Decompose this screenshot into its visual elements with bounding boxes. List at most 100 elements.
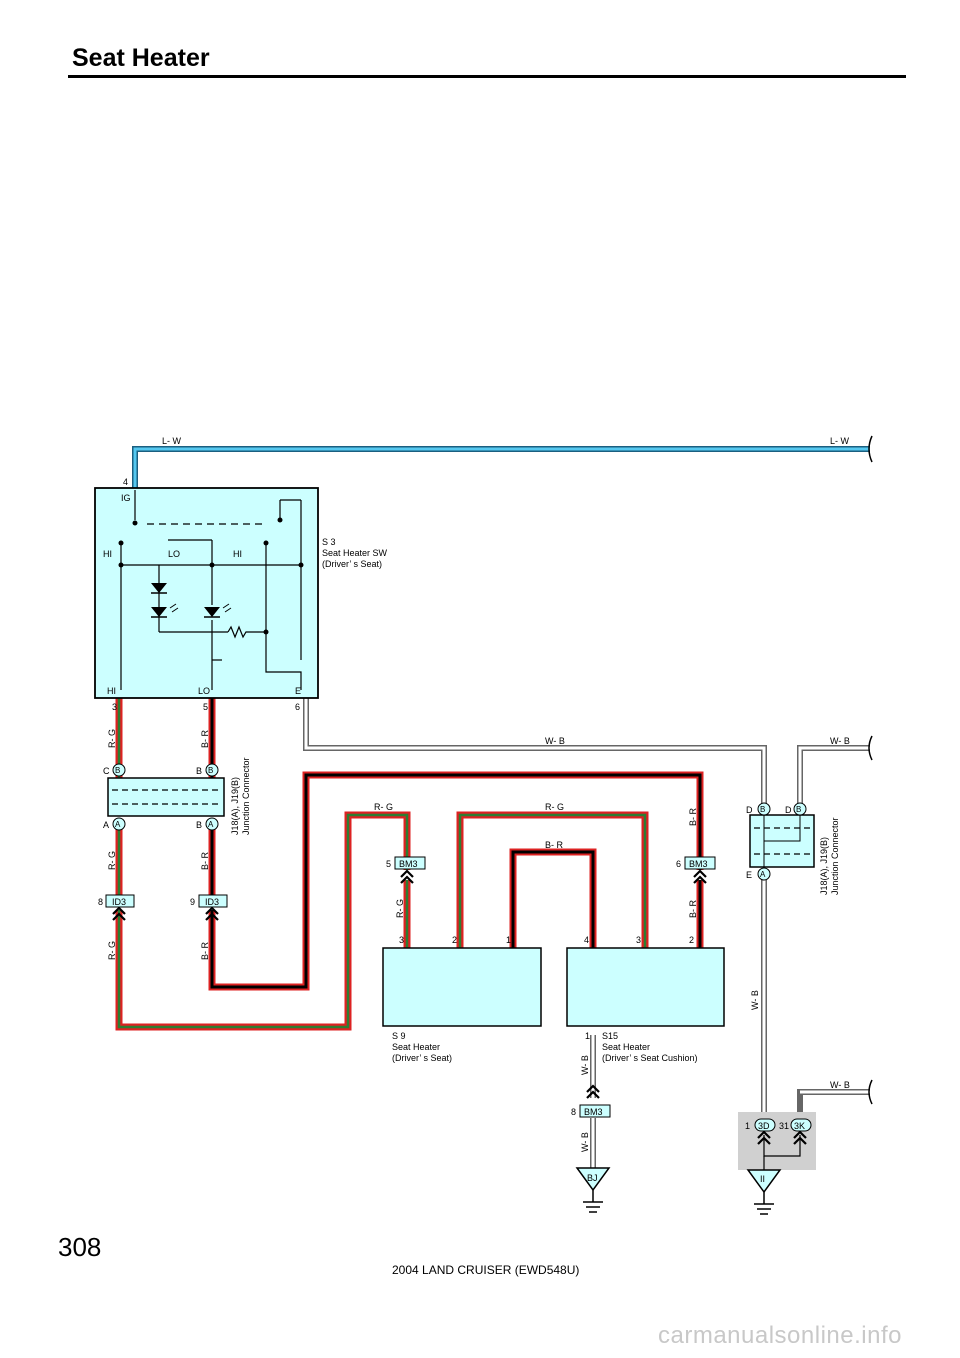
wire-label-br-1: B- R	[200, 729, 210, 748]
s15-sub: (Driver’ s Seat Cushion)	[602, 1053, 698, 1063]
wire-label-wb-4: W- B	[750, 990, 760, 1010]
s15-name: Seat Heater	[602, 1042, 650, 1052]
jc2-code: J18(A), J19(B)	[819, 837, 829, 895]
s9-code: S 9	[392, 1031, 406, 1041]
jc1-term-b-top: B	[196, 766, 202, 776]
seat-heater-s9: 3 2 1	[382, 935, 542, 1027]
pin-number-5: 5	[203, 702, 208, 712]
wire-label-rg-2: R- G	[107, 851, 117, 870]
seat-heater-s15: 4 3 2	[566, 935, 725, 1027]
jc1-code: J18(A), J19(B)	[230, 777, 240, 835]
switch-name: Seat Heater SW	[322, 548, 388, 558]
page-number: 308	[58, 1232, 102, 1262]
s9-name: Seat Heater	[392, 1042, 440, 1052]
connector-bm3-c: BM3 8	[571, 1084, 611, 1118]
jc2-circle-a: A	[760, 870, 766, 879]
wire-label-wb-3: W- B	[830, 1080, 850, 1090]
wire-label-wb-2: W- B	[830, 736, 850, 746]
pin-label-hi-left: HI	[103, 549, 112, 559]
pin-label-lo-bottom: LO	[198, 686, 210, 696]
wire-label-br-2: B- R	[200, 851, 210, 870]
wire-label-rg-1: R- G	[107, 729, 117, 748]
s9-pin-3: 3	[399, 935, 404, 945]
wire-lw	[132, 435, 873, 490]
connector-bm3-pin-6: 6	[676, 859, 681, 869]
pin-number-6: 6	[295, 702, 300, 712]
jc2-term-d-right: D	[785, 805, 792, 815]
connector-id3-pin-9: 9	[190, 897, 195, 907]
ground-bj: BJ	[575, 1167, 611, 1213]
pin-number-4: 4	[123, 477, 128, 487]
connector-3k-pin: 31	[779, 1121, 789, 1131]
connector-bm3-a: BM3 5	[386, 856, 426, 885]
jc1-circle-b-right: B	[208, 766, 213, 775]
connector-id3-label: ID3	[205, 897, 219, 907]
junction-connector-1: B B A A C B A B	[103, 763, 225, 831]
jc2-name: Junction Connector	[830, 817, 840, 895]
jc2-term-d-left: D	[746, 805, 753, 815]
jc1-circle-a-right: A	[208, 820, 214, 829]
connector-bm3-label: BM3	[689, 859, 708, 869]
wire-label-rg-4: R- G	[374, 802, 393, 812]
pin-label-lo: LO	[168, 549, 180, 559]
switch-sub: (Driver’ s Seat)	[322, 559, 382, 569]
s15-pin-2: 2	[689, 935, 694, 945]
pin-label-hi-right: HI	[233, 549, 242, 559]
jc2-circle-b-right: B	[796, 805, 801, 814]
s15-pin-4: 4	[584, 935, 589, 945]
jc1-term-c: C	[103, 766, 110, 776]
s9-pin-1: 1	[506, 935, 511, 945]
s9-sub: (Driver’ s Seat)	[392, 1053, 452, 1063]
junction-connector-2: B B A D D E	[746, 802, 815, 881]
switch-code: S 3	[322, 537, 336, 547]
wire-break-mark	[868, 735, 873, 761]
connector-bm3-label: BM3	[584, 1107, 603, 1117]
wire-label-br-6: B- R	[688, 899, 698, 918]
seat-heater-switch: IG 4	[94, 477, 319, 699]
wire-wb	[303, 698, 870, 1168]
ground-ii-label: II	[760, 1174, 765, 1184]
connector-bm3-pin-8: 8	[571, 1107, 576, 1117]
wire-label-br-5: B- R	[688, 807, 698, 826]
wire-label-lw-left: L- W	[162, 436, 182, 446]
wire-break-mark	[868, 1079, 873, 1105]
s15-code: S15	[602, 1031, 618, 1041]
wire-label-br-3: B- R	[200, 941, 210, 960]
jc1-name: Junction Connector	[241, 757, 251, 835]
connector-bm3-pin-5: 5	[386, 859, 391, 869]
wire-label-rg-3: R- G	[107, 941, 117, 960]
jc1-term-b-bottom: B	[196, 820, 202, 830]
s9-pin-2: 2	[452, 935, 457, 945]
wire-break-mark	[868, 435, 873, 463]
connector-id3-b: ID3 9	[190, 894, 228, 922]
connector-id3-pin-8: 8	[98, 897, 103, 907]
connector-3d-pin: 1	[745, 1121, 750, 1131]
jc1-circle-a-left: A	[115, 820, 121, 829]
pin-label-ig: IG	[121, 493, 131, 503]
jc1-term-a: A	[103, 820, 109, 830]
wire-label-wb-1: W- B	[545, 736, 565, 746]
jc2-circle-b-left: B	[760, 805, 765, 814]
ground-bj-label: BJ	[587, 1173, 598, 1183]
connector-3d-label: 3D	[758, 1121, 770, 1131]
connector-id3-label: ID3	[112, 897, 126, 907]
wire-label-wb-6: W- B	[580, 1132, 590, 1152]
s15-pin-1: 1	[585, 1031, 590, 1041]
wire-label-rg-5: R- G	[545, 802, 564, 812]
wire-label-wb-5: W- B	[580, 1055, 590, 1075]
s15-pin-3: 3	[636, 935, 641, 945]
footer-text: 2004 LAND CRUISER (EWD548U)	[392, 1263, 580, 1277]
connector-bm3-label: BM3	[399, 859, 418, 869]
pin-label-e-bottom: E	[295, 686, 301, 696]
jc2-term-e: E	[746, 870, 752, 880]
pin-number-3: 3	[112, 702, 117, 712]
wire-label-br-4: B- R	[545, 840, 564, 850]
pin-label-hi-bottom: HI	[107, 686, 116, 696]
jc1-circle-b-left: B	[115, 766, 120, 775]
page-title: Seat Heater	[72, 44, 210, 72]
title-rule	[68, 75, 906, 78]
connector-3k-label: 3K	[794, 1121, 805, 1131]
connector-bm3-b: BM3 6	[676, 856, 716, 885]
wire-label-lw-right: L- W	[830, 436, 850, 446]
